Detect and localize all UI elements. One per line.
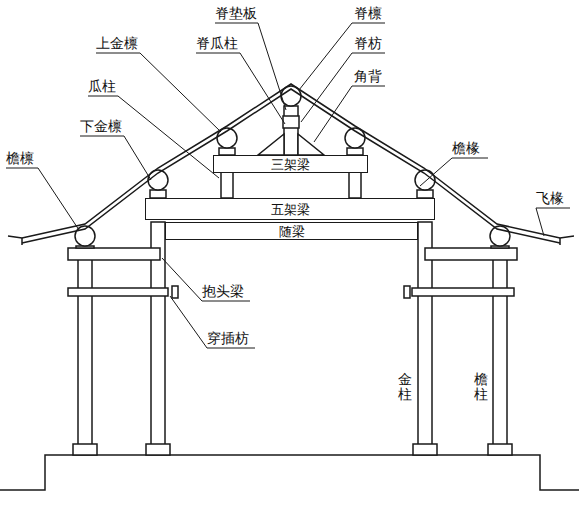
beam-name: 随梁 <box>279 224 305 239</box>
part-name: 上金檩 <box>96 35 138 52</box>
part-name: 檐檩 <box>6 150 34 167</box>
part-name: 下金檩 <box>80 118 122 135</box>
part-name: 脊垫板 <box>215 5 257 22</box>
purlin-blocks <box>76 106 509 248</box>
part-name: 脊瓜柱 <box>196 35 238 52</box>
purlins <box>75 86 510 246</box>
part-name: 脊枋 <box>354 35 382 52</box>
part-name: 金柱 <box>398 372 412 403</box>
part-name: 檐柱 <box>474 372 488 403</box>
part-name: 脊檩 <box>354 5 382 22</box>
beam-box: 三架梁 <box>213 155 368 173</box>
platform <box>0 455 579 490</box>
part-name: 穿插枋 <box>207 330 249 347</box>
beam-name: 三架梁 <box>271 157 310 172</box>
part-name: 飞椽 <box>536 190 564 207</box>
beam-name: 五架梁 <box>271 202 310 217</box>
rafter-line <box>22 89 560 243</box>
roof-line <box>8 84 574 238</box>
tie-beams <box>68 248 517 298</box>
part-name: 檐椽 <box>452 140 480 157</box>
part-name: 角背 <box>354 68 382 85</box>
beam-box: 随梁 <box>165 222 418 240</box>
beam-box: 五架梁 <box>145 198 435 220</box>
leader-lines <box>6 23 570 348</box>
part-name: 瓜柱 <box>88 78 116 95</box>
part-name: 抱头梁 <box>202 283 244 300</box>
